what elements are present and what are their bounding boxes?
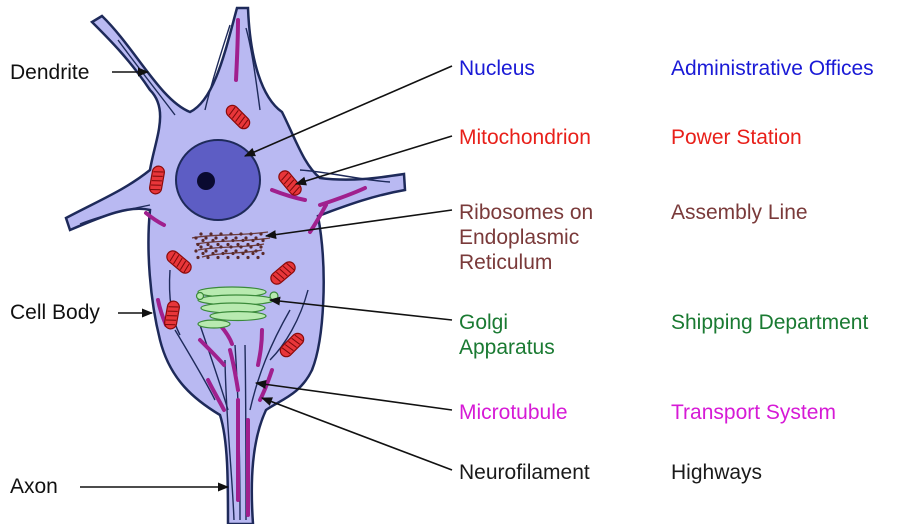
nucleolus	[197, 172, 215, 190]
ribosome	[216, 243, 219, 246]
ribosome	[256, 256, 259, 259]
organelle-golgi: Golgi Apparatus	[459, 310, 555, 360]
ribosome	[209, 232, 212, 235]
ribosome	[206, 243, 209, 246]
ribosome	[259, 232, 262, 235]
ribosome	[224, 249, 227, 252]
ribosome	[246, 256, 249, 259]
ribosome	[251, 239, 254, 242]
analogy-shipping-department: Shipping Department	[671, 310, 868, 335]
nucleus	[176, 140, 260, 220]
ribosome	[254, 249, 257, 252]
ribosome	[261, 239, 264, 242]
organelle-microtubule: Microtubule	[459, 400, 568, 425]
analogy-administrative-offices: Administrative Offices	[671, 56, 874, 81]
ribosome	[221, 239, 224, 242]
analogy-assembly-line: Assembly Line	[671, 200, 808, 225]
ribosome	[199, 232, 202, 235]
ribosome	[241, 252, 244, 255]
ribosome	[219, 232, 222, 235]
ribosome	[256, 243, 259, 246]
organelle-nucleus: Nucleus	[459, 56, 535, 81]
organelle-neurofilament: Neurofilament	[459, 460, 590, 485]
analogy-power-station: Power Station	[671, 125, 802, 150]
ribosome	[254, 236, 257, 239]
ribosome	[239, 245, 242, 248]
ribosome	[251, 252, 254, 255]
ribosome	[226, 243, 229, 246]
ribosome	[229, 232, 232, 235]
ribosome	[241, 239, 244, 242]
ribosome	[196, 256, 199, 259]
ribosome	[221, 252, 224, 255]
ribosome	[216, 256, 219, 259]
ribosome	[239, 232, 242, 235]
ribosome	[204, 249, 207, 252]
label-cell-body: Cell Body	[10, 300, 100, 325]
ribosome	[194, 236, 197, 239]
ribosome	[194, 249, 197, 252]
ribosome	[231, 239, 234, 242]
ribosome	[236, 243, 239, 246]
organelle-ribosomes-er: Ribosomes on Endoplasmic Reticulum	[459, 200, 593, 275]
arrow-neurofilament	[262, 398, 452, 470]
microtubule	[236, 20, 238, 80]
label-axon: Axon	[10, 474, 58, 499]
ribosome	[244, 236, 247, 239]
ribosome	[236, 256, 239, 259]
ribosome	[211, 252, 214, 255]
ribosome	[259, 245, 262, 248]
neuron-cell-body-shape	[66, 8, 405, 524]
ribosome	[234, 236, 237, 239]
ribosome	[214, 249, 217, 252]
ribosome	[219, 245, 222, 248]
organelle-mitochondrion: Mitochondrion	[459, 125, 591, 150]
label-dendrite: Dendrite	[10, 60, 89, 85]
neurofilament-line	[118, 40, 175, 115]
ribosome	[246, 243, 249, 246]
ribosome	[206, 256, 209, 259]
ribosome	[209, 245, 212, 248]
analogy-highways: Highways	[671, 460, 762, 485]
ribosome	[204, 236, 207, 239]
ribosome	[234, 249, 237, 252]
analogy-transport-system: Transport System	[671, 400, 836, 425]
ribosome	[199, 245, 202, 248]
nucleus-body	[176, 140, 260, 220]
ribosome	[226, 256, 229, 259]
ribosome	[231, 252, 234, 255]
ribosome	[224, 236, 227, 239]
ribosome	[211, 239, 214, 242]
ribosome	[229, 245, 232, 248]
ribosome	[201, 239, 204, 242]
ribosome	[214, 236, 217, 239]
ribosome	[244, 249, 247, 252]
ribosome	[261, 252, 264, 255]
ribosome	[249, 232, 252, 235]
ribosome	[249, 245, 252, 248]
ribosome	[201, 252, 204, 255]
ribosome	[196, 243, 199, 246]
